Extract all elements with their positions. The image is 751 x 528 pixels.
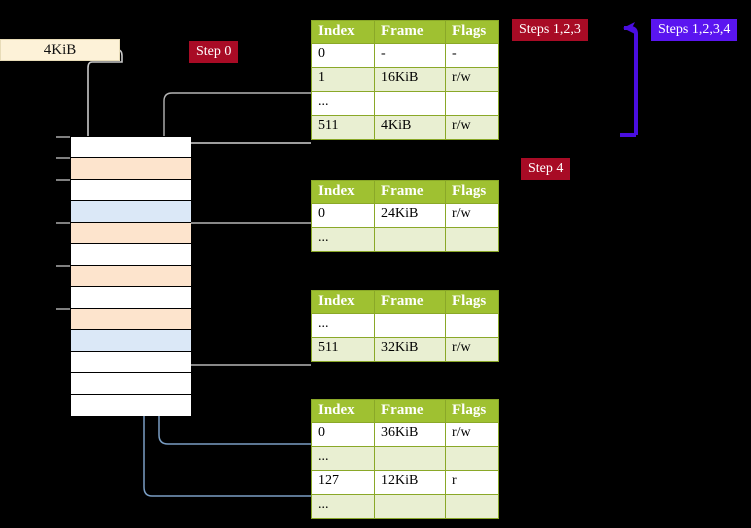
wire-table0-row511-to-frame — [175, 142, 311, 153]
column-header: Index — [311, 290, 375, 314]
memory-frame-row — [71, 201, 191, 223]
table-cell: ... — [311, 91, 375, 116]
memory-tick — [56, 136, 70, 138]
wire-violet-bracket — [620, 22, 638, 137]
memory-frame-row — [71, 222, 191, 245]
wire-table2-row511-to-frame — [175, 310, 311, 366]
badge-step-4: Step 4 — [521, 158, 571, 180]
table-row: ... — [311, 91, 499, 116]
table-cell: r/w — [445, 203, 499, 228]
column-header: Frame — [374, 180, 446, 204]
memory-frame-row — [71, 351, 191, 374]
table-cell: r/w — [445, 337, 499, 362]
column-header: Index — [311, 20, 375, 44]
table-row: ... — [311, 494, 499, 519]
column-header: Flags — [445, 290, 499, 314]
table-cell: 127 — [311, 470, 375, 495]
memory-frame-row — [71, 373, 191, 395]
memory-frame-row — [71, 265, 191, 288]
table-cell: ... — [311, 494, 375, 519]
table-cell: 32KiB — [374, 337, 446, 362]
table-cell: 0 — [311, 43, 375, 68]
memory-tick — [56, 221, 70, 224]
table-cell: 16KiB — [374, 67, 446, 92]
memory-frame-row — [71, 158, 191, 180]
memory-tick — [56, 307, 70, 310]
table-cell — [445, 91, 499, 116]
table-cell: 12KiB — [374, 470, 446, 495]
memory-tick — [56, 178, 70, 181]
table-cell: ... — [311, 227, 375, 252]
table-cell: 0 — [311, 422, 375, 447]
table-cell — [445, 446, 499, 471]
table-cell — [445, 227, 499, 252]
table-cell: r/w — [445, 115, 499, 140]
table-cell — [445, 494, 499, 519]
column-header: Frame — [374, 399, 446, 423]
badge-steps-1-2-3: Steps 1,2,3 — [512, 19, 588, 41]
memory-frame-row — [71, 287, 191, 309]
column-header: Flags — [445, 180, 499, 204]
badge-steps-1-2-3-4: Steps 1,2,3,4 — [651, 19, 738, 41]
table-cell: 511 — [311, 337, 375, 362]
memory-frame-row — [71, 394, 191, 416]
column-header: Index — [311, 399, 375, 423]
physical-memory-column — [70, 136, 191, 416]
column-header: Flags — [445, 20, 499, 44]
table-cell: ... — [311, 446, 375, 471]
table-row: 0-- — [311, 43, 499, 68]
table-row: ... — [311, 446, 499, 471]
table-cell — [374, 227, 446, 252]
table-cell: 0 — [311, 203, 375, 228]
table-cell — [374, 446, 446, 471]
memory-frame-row — [71, 244, 191, 266]
wire-table1-row0-to-frame — [171, 222, 311, 244]
table-cell: r — [445, 470, 499, 495]
badge-step-0: Step 0 — [189, 41, 239, 63]
table-cell: 24KiB — [374, 203, 446, 228]
table-cell — [374, 313, 446, 338]
column-header: Index — [311, 180, 375, 204]
column-header: Flags — [445, 399, 499, 423]
table-cell: - — [374, 43, 446, 68]
wire-4kib-to-frame — [87, 49, 123, 150]
memory-tick — [56, 264, 70, 267]
table-cell — [374, 494, 446, 519]
frame-size-banner: 4KiB — [0, 39, 120, 61]
table-cell: 1 — [311, 67, 375, 92]
table-cell: ... — [311, 313, 375, 338]
table-cell — [374, 91, 446, 116]
column-header: Frame — [374, 20, 446, 44]
table-row: ... — [311, 227, 499, 252]
table-cell: - — [445, 43, 499, 68]
table-cell — [445, 313, 499, 338]
memory-frame-row — [71, 308, 191, 331]
column-header: Frame — [374, 290, 446, 314]
table-cell: 511 — [311, 115, 375, 140]
memory-frame-row — [71, 179, 191, 202]
table-cell: r/w — [445, 67, 499, 92]
table-cell: 36KiB — [374, 422, 446, 447]
memory-frame-row — [71, 330, 191, 352]
memory-tick — [56, 157, 70, 160]
table-cell: 4KiB — [374, 115, 446, 140]
memory-frame-row — [71, 137, 191, 159]
table-row: ... — [311, 313, 499, 338]
table-cell: r/w — [445, 422, 499, 447]
